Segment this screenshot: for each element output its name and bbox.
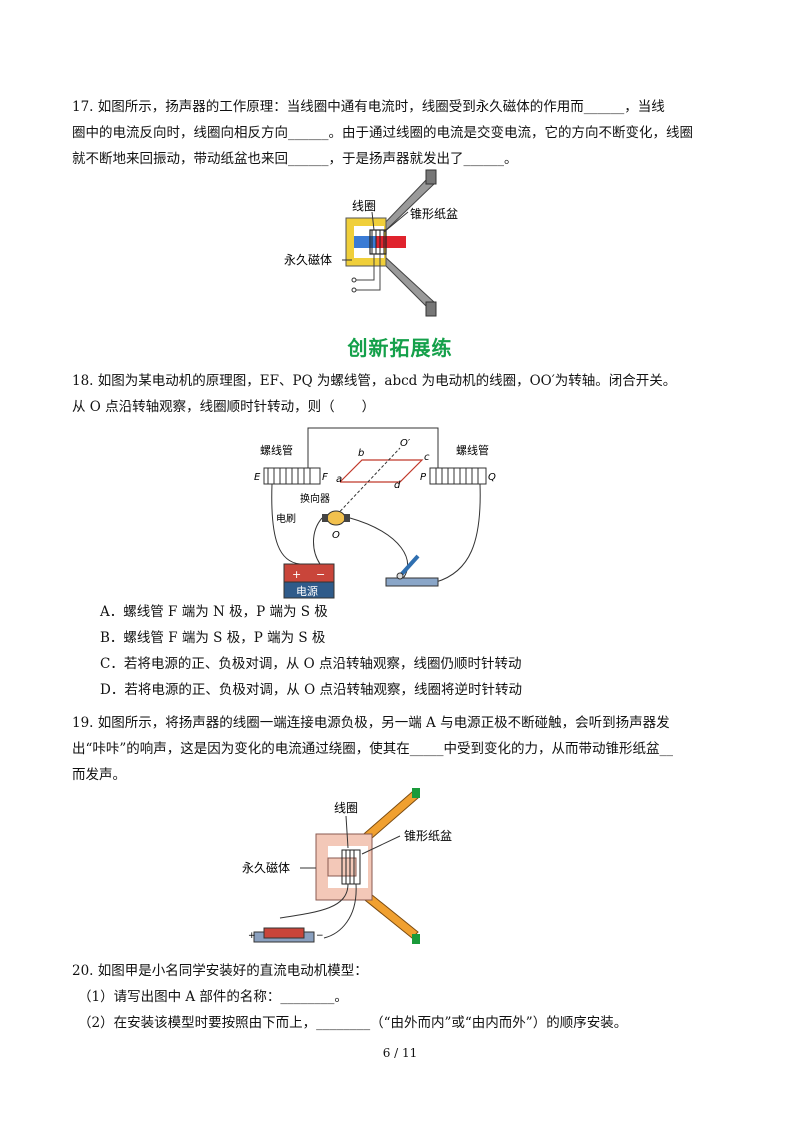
cone-upper [379, 177, 435, 233]
q19-line-1: 19. 如图所示，将扬声器的线圈一端连接电源负极，另一端 A 与电源正极不断碰触… [72, 715, 670, 731]
q17-line-1: 17. 如图所示，扬声器的工作原理：当线圈中通有电流时，线圈受到永久磁体的作用而… [72, 99, 665, 115]
q20-line-3: （2）在安装该模型时要按照由下而上，________（“由外而内”或“由内而外”… [78, 1015, 628, 1031]
label-F: F [322, 472, 328, 483]
q20-line-1: 20. 如图甲是小名同学安装好的直流电动机模型： [72, 963, 368, 979]
motor-coil [339, 459, 424, 483]
label-d: d [394, 480, 401, 491]
label-O: O [332, 530, 340, 541]
q19-line-3: 而发声。 [72, 767, 126, 783]
label-O-prime: O′ [400, 438, 411, 449]
cone-rim-bottom [425, 301, 437, 317]
label-b: b [358, 448, 364, 459]
label-magnet: 永久磁体 [242, 860, 290, 875]
cone-rim-top [425, 169, 437, 185]
option-A: A．螺线管 F 端为 N 极，P 端为 S 极 [100, 604, 328, 620]
q20-line-2: （1）请写出图中 A 部件的名称：________。 [78, 989, 348, 1005]
q19-line-2: 出“咔咔”的响声，这是因为变化的电流通过绕圈，使其在_____中受到变化的力，从… [72, 741, 674, 757]
label-a: a [336, 474, 342, 485]
brush-right [344, 514, 350, 522]
q17-line-2: 圈中的电流反向时，线圈向相反方向______。由于通过线圈的电流是交变电流，它的… [72, 125, 693, 141]
terminal [351, 287, 357, 293]
label-solenoid-left: 螺线管 [260, 443, 293, 457]
label-E: E [254, 472, 261, 483]
label-magnet: 永久磁体 [284, 252, 332, 267]
label-commutator: 换向器 [300, 492, 330, 505]
label-minus: − [316, 931, 324, 941]
q17-speaker-figure: 线圈 锥形纸盆 永久磁体 [284, 169, 458, 317]
battery: + − 电源 [283, 563, 335, 599]
solenoid-left [263, 467, 321, 485]
label-minus: − [316, 568, 325, 581]
switch [385, 554, 439, 587]
page-number: 6 / 11 [382, 1046, 418, 1060]
label-source: 电源 [296, 584, 318, 598]
coil [341, 849, 361, 885]
label-P: P [420, 472, 427, 483]
terminal [351, 277, 357, 283]
label-cone: 锥形纸盆 [404, 829, 452, 843]
label-solenoid-right: 螺线管 [456, 443, 489, 457]
cone-lower [379, 255, 435, 309]
battery: + − [248, 927, 324, 943]
option-B: B．螺线管 F 端为 S 极，P 端为 S 极 [100, 630, 326, 646]
coil [369, 229, 387, 255]
label-brush: 电刷 [276, 512, 296, 525]
label-c: c [424, 452, 430, 463]
brush-left [322, 514, 328, 522]
label-plus: + [248, 931, 256, 941]
question-20: 20. 如图甲是小名同学安装好的直流电动机模型： （1）请写出图中 A 部件的名… [72, 958, 728, 1036]
question-17: 17. 如图所示，扬声器的工作原理：当线圈中通有电流时，线圈受到永久磁体的作用而… [72, 94, 728, 172]
commutator [326, 510, 346, 526]
question-19: 19. 如图所示，将扬声器的线圈一端连接电源负极，另一端 A 与电源正极不断碰触… [72, 710, 728, 788]
label-Q: Q [488, 472, 496, 483]
option-C: C．若将电源的正、负极对调，从 O 点沿转轴观察，线圈仍顺时针转动 [100, 656, 522, 672]
q18-line-2: 从 O 点沿转轴观察，线圈顺时针转动，则（ ） [72, 399, 376, 415]
label-coil: 线圈 [352, 199, 376, 213]
cone-rim-bottom [412, 934, 420, 944]
magnet-north [354, 236, 376, 248]
q18-line-1: 18. 如图为某电动机的原理图，EF、PQ 为螺线管，abcd 为电动机的线圈，… [72, 373, 677, 389]
section-title: 创新拓展练 [347, 336, 453, 360]
q19-speaker-figure: 线圈 锥形纸盆 永久磁体 + − [242, 788, 452, 944]
solenoid-right [429, 467, 487, 485]
label-cone: 锥形纸盆 [410, 207, 458, 221]
option-D: D．若将电源的正、负极对调，从 O 点沿转轴观察，线圈将逆时针转动 [100, 682, 522, 698]
q17-line-3: 就不断地来回振动，带动纸盆也来回______，于是扬声器就发出了______。 [72, 151, 518, 167]
label-coil: 线圈 [334, 801, 358, 815]
label-plus: + [292, 568, 301, 581]
cone-rim-top [412, 788, 420, 798]
axis-OO [329, 447, 401, 523]
question-18: 18. 如图为某电动机的原理图，EF、PQ 为螺线管，abcd 为电动机的线圈，… [72, 368, 728, 420]
q18-motor-figure: 螺线管 螺线管 E F P Q b c a d O′ 换向器 电刷 O + − … [254, 427, 496, 599]
